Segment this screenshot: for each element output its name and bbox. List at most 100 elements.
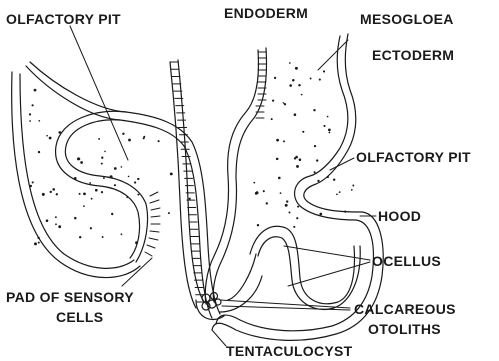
stipple-dot [58,225,61,228]
stipple-dot [29,120,31,122]
stipple-dot [297,206,299,208]
stipple-dot [293,226,295,228]
stipple-dot [266,202,268,204]
stipple-dot [122,133,124,135]
left-lobe [12,62,220,318]
stipple-dot [278,177,281,180]
stipple-dot [271,118,273,120]
stipple-dot [283,140,285,142]
stipple-dot [280,192,282,194]
stipple-dot [91,198,93,200]
stipple-dot [55,223,57,225]
label-calcareous-line1: CALCAREOUS [354,301,456,317]
stipple-dot [256,191,259,194]
stipple-dot [90,227,92,229]
stipple-dot [284,103,286,105]
stipple-dot [79,236,81,238]
stipple-dot [143,137,145,139]
stipple-dot [289,62,291,64]
stipple-dot [79,193,81,195]
stipple-dot [339,191,341,193]
stipple-dot [134,181,136,183]
stipple-dot [170,172,173,175]
stipple-dot [77,157,80,160]
stipple-dot [74,217,77,220]
label-olfactory-pit-top: OLFACTORY PIT [6,11,121,27]
stipple-dot [34,89,37,92]
stipple-dot [126,196,128,198]
central-stalk [205,48,266,304]
endoderm-strip [170,60,204,308]
label-calcareous-line2: OTOLITHS [368,321,441,337]
stipple-dot [298,84,300,86]
stipple-dot [189,198,191,200]
stipple-dot [352,185,354,187]
stipple-dot [101,191,103,193]
stipple-dot [74,177,77,180]
stipple-dot [296,217,298,219]
label-olfactory-pit-right: OLFACTORY PIT [356,149,471,165]
stipple-dot [276,139,279,142]
stipple-dot [83,193,86,196]
stipple-dot [299,158,302,161]
stipple-dot [128,139,131,142]
stipple-dot [283,102,285,104]
stipple-dot [328,132,330,134]
stipple-dot [121,166,123,168]
stipple-dot [323,70,325,72]
stipple-dot [111,213,113,215]
stipple-dot [89,182,91,184]
stipple-dot [34,242,37,245]
stipple-dot [272,99,274,101]
stipple-dot [137,178,139,180]
stipple-dot [292,79,295,82]
label-endoderm: ENDODERM [224,5,308,21]
stipple-dot [38,120,40,122]
stipple-dot [30,185,32,187]
stipple-dot [37,237,39,239]
label-ectoderm: ECTODERM [372,47,454,63]
label-hood: HOOD [378,208,421,224]
stipple-dot [302,131,304,133]
stipple-dot [29,113,31,115]
stipple-dot [295,67,298,70]
stipple-dot [285,204,288,207]
stipple-dot [110,175,113,178]
stipple-dot [351,189,353,191]
stipple-dot [289,84,292,87]
stipple-dot [103,177,105,179]
stipple-dot [333,178,335,180]
stipple-dot [55,216,57,218]
stipple-dot [58,131,61,134]
calcareous-otoliths-cluster [196,293,224,320]
stipple-dot [42,193,45,196]
stipple-dot [274,77,276,79]
label-mesogloea: MESOGLOEA [360,11,454,27]
stipple-dot [289,212,291,214]
right-body [212,34,383,340]
stipple-dot [158,140,160,142]
stipple-dot [46,135,48,137]
stipple-dot [137,194,139,196]
stipple-dot [52,188,55,191]
stipple-dot [114,167,117,170]
stipple-dot [296,165,299,168]
stipple-dot [253,182,255,184]
stipple-dot [95,189,98,192]
stipple-dot [286,200,288,202]
stipple-dot [313,109,315,111]
stipple-dot [98,138,100,140]
stipple-dot [101,157,103,159]
stipple-dot [314,171,316,173]
stipple-dot [128,176,130,178]
label-pad-of-sensory-line1: PAD OF SENSORY [6,289,134,305]
stipple-dot [56,193,58,195]
stipple-dot [83,205,85,207]
stipple-dot [38,242,40,244]
stipple-dot [319,213,322,216]
stipple-dot [114,184,116,186]
stipple-dot [49,137,52,140]
stipple-dot [328,129,331,132]
stipple-dot [38,151,40,153]
